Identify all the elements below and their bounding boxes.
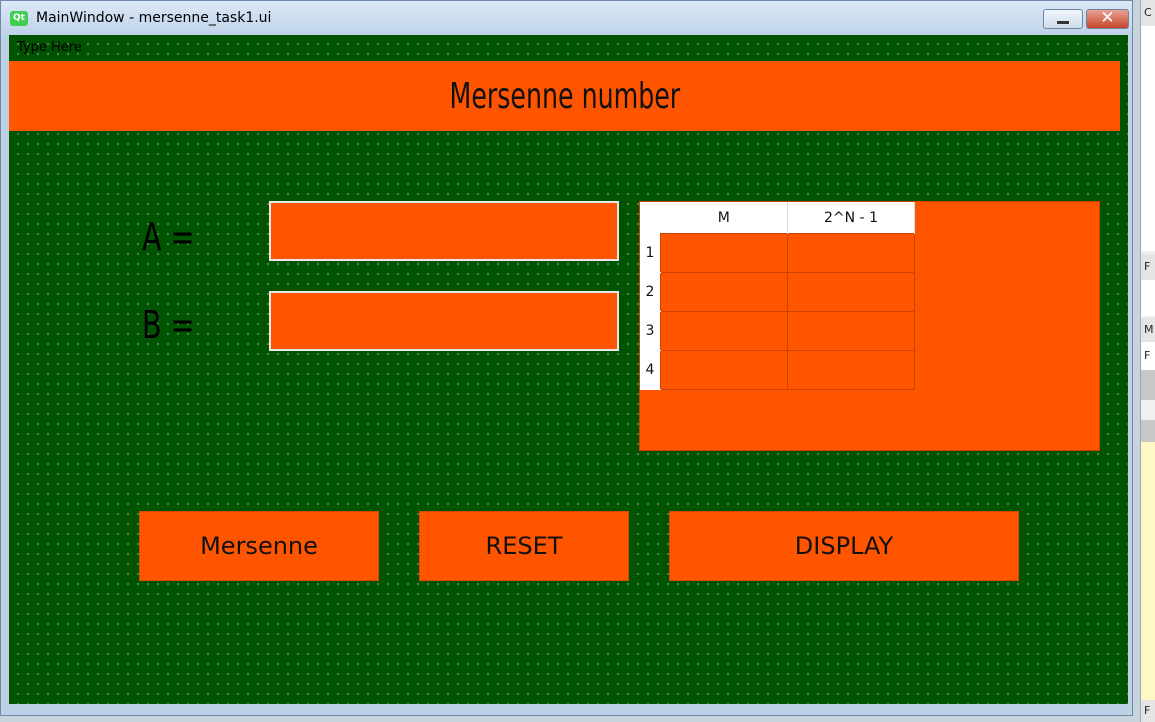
table-cell[interactable] xyxy=(660,272,788,312)
table-row: 2 xyxy=(640,272,915,312)
column-header-formula[interactable]: 2^N - 1 xyxy=(787,202,915,234)
panel-letter: F xyxy=(1144,704,1151,717)
table-corner-button[interactable] xyxy=(640,202,661,234)
title-bar[interactable]: Qt MainWindow - mersenne_task1.ui ✕ xyxy=(1,1,1132,35)
central-widget: Type Here Mersenne number A = B = M 2^N … xyxy=(9,35,1128,704)
table-row: 4 xyxy=(640,350,915,390)
table-row: 1 xyxy=(640,233,915,273)
panel-letter: F xyxy=(1144,260,1151,273)
menubar-type-here[interactable]: Type Here xyxy=(17,40,82,55)
table-cell[interactable] xyxy=(787,311,915,351)
mersenne-button[interactable]: Mersenne xyxy=(139,511,379,581)
close-button[interactable]: ✕ xyxy=(1086,8,1129,29)
table-row: 3 xyxy=(640,311,915,351)
label-b: B = xyxy=(142,303,195,347)
panel-letter: M xyxy=(1144,323,1154,336)
row-header[interactable]: 1 xyxy=(640,233,661,273)
header-banner: Mersenne number xyxy=(9,61,1120,131)
minimize-icon xyxy=(1057,21,1069,24)
window-title: MainWindow - mersenne_task1.ui xyxy=(36,10,272,26)
label-a: A = xyxy=(142,215,195,259)
row-header[interactable]: 2 xyxy=(640,272,661,312)
row-header[interactable]: 4 xyxy=(640,350,661,390)
table-grid: M 2^N - 1 1 2 3 xyxy=(640,202,915,390)
panel-letter: C xyxy=(1144,6,1152,19)
table-cell[interactable] xyxy=(787,350,915,390)
designer-side-panel: C F M F F xyxy=(1140,0,1155,722)
table-cell[interactable] xyxy=(660,350,788,390)
qt-logo-icon: Qt xyxy=(10,11,28,26)
minimize-button[interactable] xyxy=(1043,9,1083,29)
table-cell[interactable] xyxy=(787,233,915,273)
input-a[interactable] xyxy=(269,201,619,261)
table-cell[interactable] xyxy=(660,233,788,273)
panel-letter: F xyxy=(1144,349,1151,362)
reset-button[interactable]: RESET xyxy=(419,511,629,581)
close-icon: ✕ xyxy=(1100,8,1115,28)
table-cell[interactable] xyxy=(787,272,915,312)
row-header[interactable]: 3 xyxy=(640,311,661,351)
input-b[interactable] xyxy=(269,291,619,351)
display-button[interactable]: DISPLAY xyxy=(669,511,1019,581)
page-title: Mersenne number xyxy=(449,75,680,117)
results-table[interactable]: M 2^N - 1 1 2 3 xyxy=(639,201,1100,451)
column-header-m[interactable]: M xyxy=(660,202,788,234)
main-window: Qt MainWindow - mersenne_task1.ui ✕ Type… xyxy=(0,0,1133,716)
table-cell[interactable] xyxy=(660,311,788,351)
